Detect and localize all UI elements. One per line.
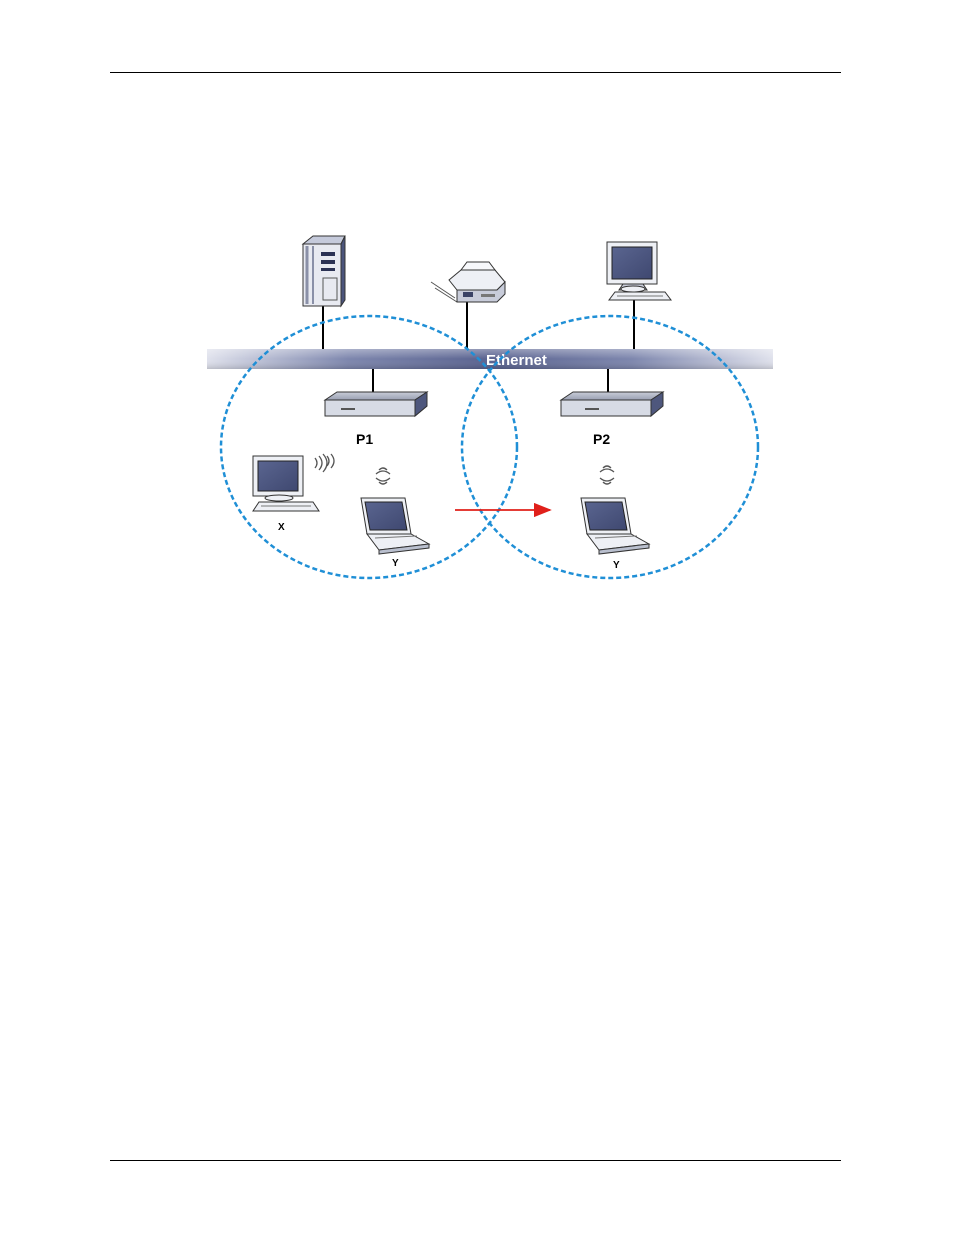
client-x-label: X [278,522,285,533]
wireless-signal-icon [376,468,390,484]
server-tower-icon [303,236,345,306]
printer-icon [431,262,505,302]
laptop-icon [581,498,649,554]
wireless-signal-icon [600,466,614,484]
client-y-label: Y [613,560,620,571]
wireless-signal-icon [315,454,334,472]
footer-rule [110,1160,841,1161]
laptop-icon [361,498,429,554]
wired-connections [323,294,634,394]
desktop-computer-icon [253,456,319,511]
access-point-icon [325,392,427,416]
client-y-label: Y [392,558,399,569]
header-rule [110,72,841,73]
access-point-p1-label: P1 [356,431,373,447]
ethernet-backbone: Ethernet [207,349,773,369]
access-point-icon [561,392,663,416]
roaming-diagram: Ethernet [205,232,775,584]
ethernet-label: Ethernet [486,352,547,369]
desktop-computer-icon [607,242,671,300]
access-point-p2-label: P2 [593,431,610,447]
